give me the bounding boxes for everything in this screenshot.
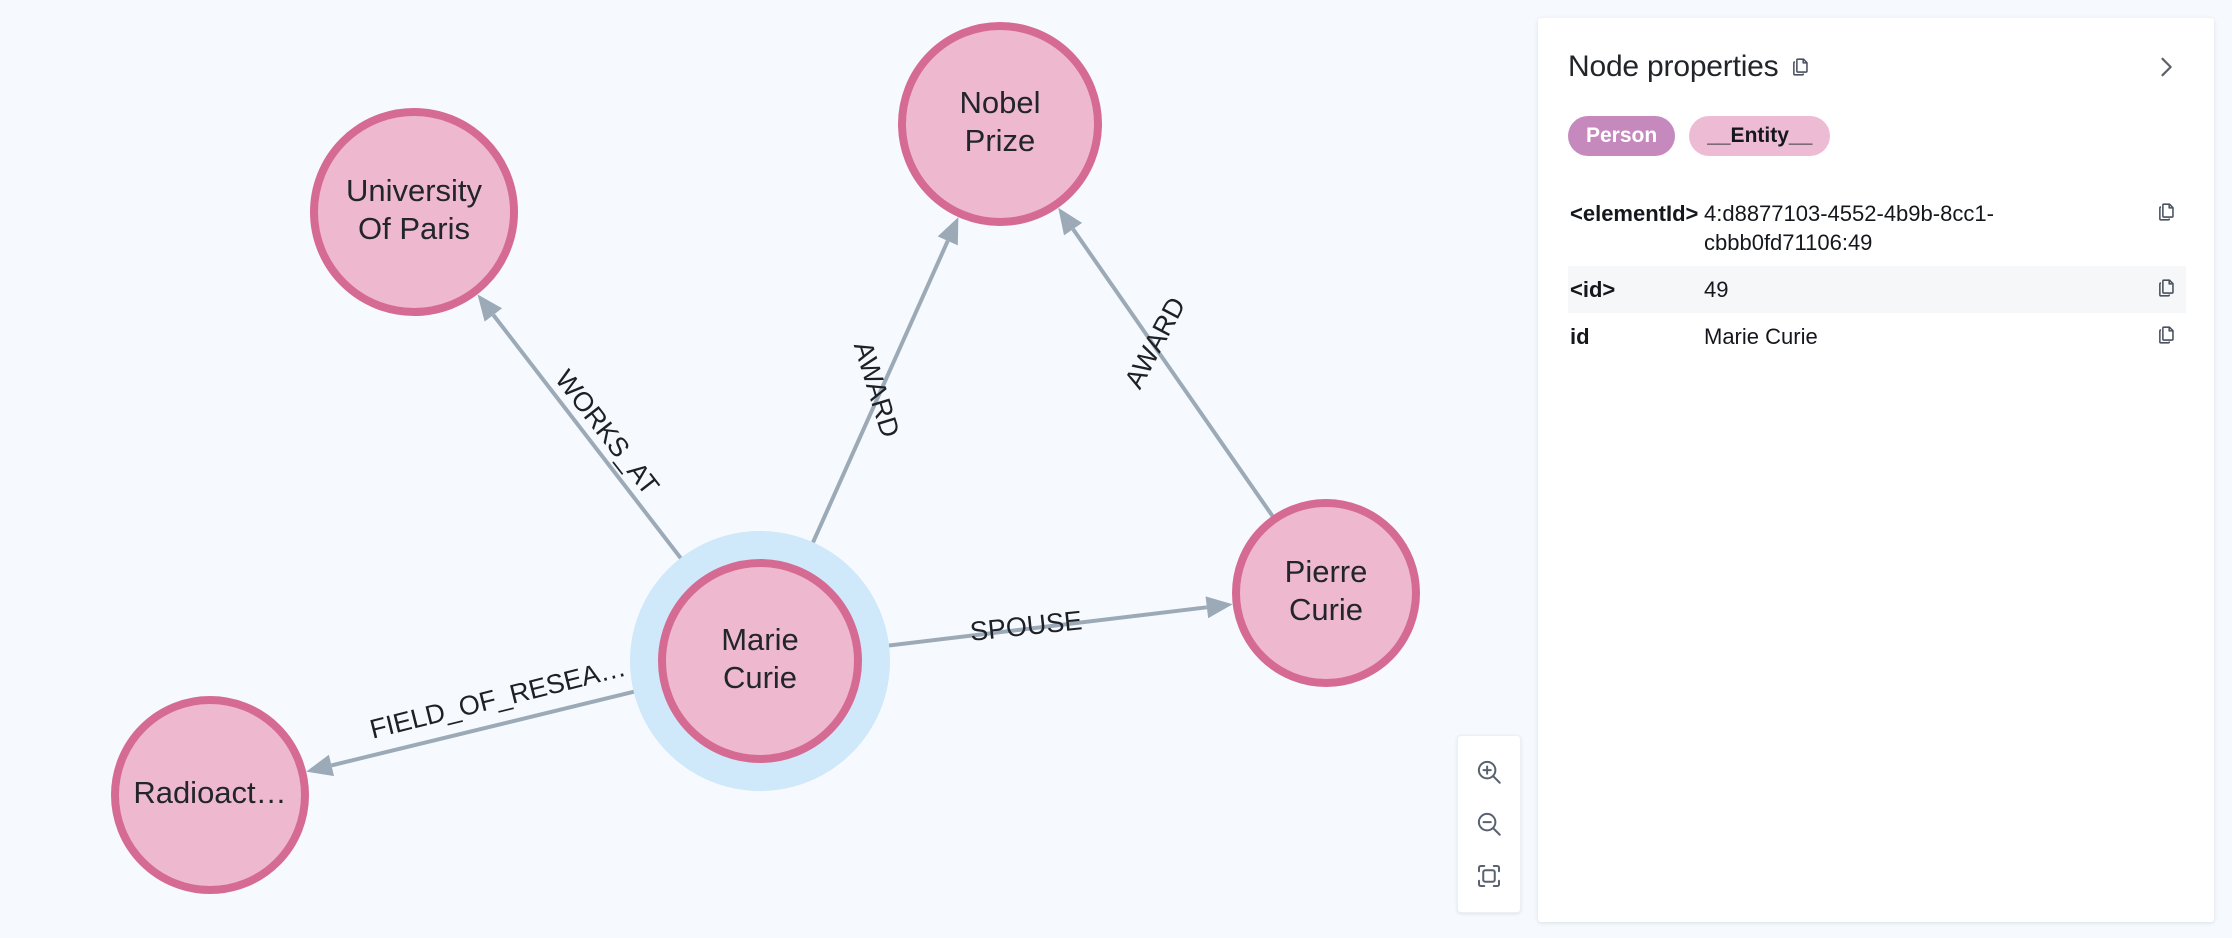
zoom-to-fit-button[interactable]	[1466, 853, 1512, 899]
relationship-spouse[interactable]: SPOUSE	[859, 596, 1233, 652]
relationship-label-works-at: WORKS_AT	[549, 364, 665, 500]
node-label-chips: Person __Entity__	[1568, 116, 2186, 156]
panel-header: Node properties	[1568, 44, 2186, 90]
property-row: id Marie Curie	[1568, 313, 2186, 360]
panel-title: Node properties	[1568, 50, 1779, 83]
zoom-out-button[interactable]	[1466, 801, 1512, 847]
relationship-award-marie[interactable]: AWARD	[798, 217, 959, 571]
relationship-field-of-research[interactable]: FIELD_OF_RESEA…	[306, 652, 664, 777]
property-table: <elementId>4:d8877103-4552-4b9b-8cc1-cbb…	[1568, 190, 2186, 360]
property-key: <id>	[1570, 277, 1616, 303]
relationship-award-pierre[interactable]: AWARD	[1058, 207, 1276, 519]
copy-property-icon[interactable]	[2148, 275, 2178, 299]
relationship-label-field-of-research: FIELD_OF_RESEA…	[367, 652, 629, 745]
zoom-in-icon	[1474, 757, 1504, 787]
node-radioactivity[interactable]: Radioact…	[111, 696, 309, 894]
fit-to-screen-icon	[1474, 861, 1504, 891]
property-value: Marie Curie	[1704, 324, 1818, 350]
copy-property-icon[interactable]	[2148, 322, 2178, 346]
zoom-controls	[1457, 735, 1521, 913]
property-value: 4:d8877103-4552-4b9b-8cc1-cbbb0fd71106:4…	[1704, 201, 1994, 256]
node-label-chip-1[interactable]: __Entity__	[1689, 116, 1831, 156]
property-key: <elementId>	[1570, 201, 1699, 226]
node-circle[interactable]	[658, 559, 862, 763]
node-circle[interactable]	[1232, 499, 1420, 687]
node-circle[interactable]	[310, 108, 518, 316]
node-circle[interactable]	[111, 696, 309, 894]
relationship-works-at[interactable]: WORKS_AT	[477, 294, 701, 584]
node-circle[interactable]	[898, 22, 1102, 226]
copy-all-properties-icon[interactable]	[1790, 56, 1812, 78]
property-row: <id> 49	[1568, 266, 2186, 314]
copy-property-icon[interactable]	[2148, 199, 2178, 223]
property-key: id	[1570, 324, 1590, 350]
relationship-label-spouse: SPOUSE	[969, 605, 1084, 647]
zoom-in-button[interactable]	[1466, 749, 1512, 795]
node-properties-panel: Node properties Person __Entity__ <elemen…	[1538, 18, 2214, 922]
node-label-chip-0[interactable]: Person	[1568, 116, 1676, 156]
property-row: <elementId>4:d8877103-4552-4b9b-8cc1-cbb…	[1568, 190, 2186, 266]
property-value: 49	[1704, 277, 1729, 303]
node-caption: Radioact…	[133, 775, 286, 810]
collapse-panel-button[interactable]	[2146, 47, 2186, 87]
zoom-out-icon	[1474, 809, 1504, 839]
